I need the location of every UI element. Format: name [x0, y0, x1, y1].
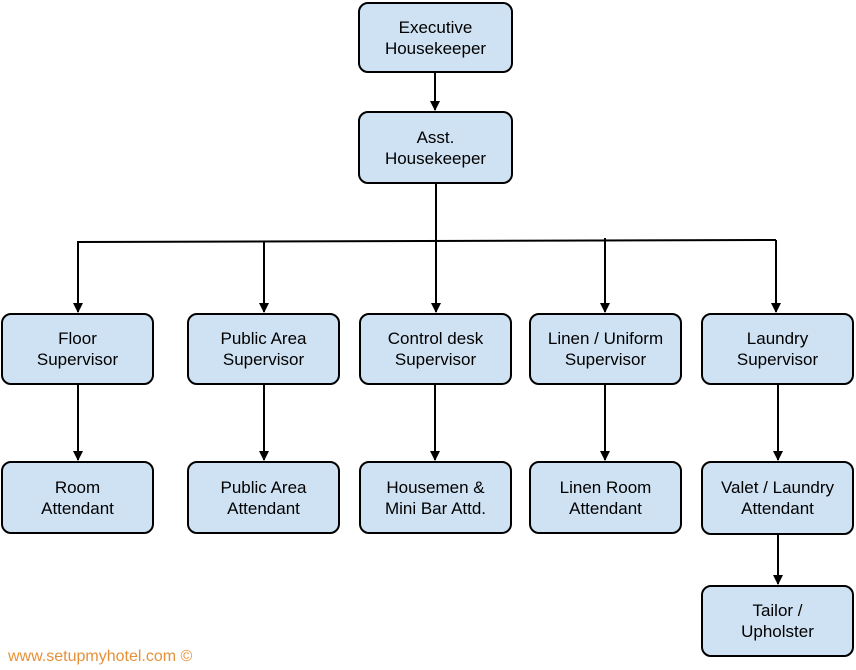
node-valet-laundry-attendant-line1: Valet / Laundry [721, 478, 835, 497]
node-room-attendant-line2: Attendant [41, 499, 114, 518]
node-valet-laundry-attendant-line2: Attendant [741, 499, 814, 518]
node-tailor-upholster-line2: Upholster [741, 622, 814, 641]
node-linen-room-attendant: Linen Room Attendant [529, 461, 682, 534]
connectors [73, 72, 783, 585]
node-public-area-attendant-line1: Public Area [221, 478, 308, 497]
node-public-area-supervisor-line2: Supervisor [223, 350, 305, 369]
bus-line [77, 239, 777, 244]
node-floor-supervisor: Floor Supervisor [1, 313, 154, 385]
node-laundry-supervisor-line2: Supervisor [737, 350, 819, 369]
node-linen-room-attendant-line2: Attendant [569, 499, 642, 518]
node-public-area-supervisor: Public Area Supervisor [187, 313, 340, 385]
node-room-attendant: Room Attendant [1, 461, 154, 534]
node-linen-uniform-supervisor: Linen / Uniform Supervisor [529, 313, 682, 385]
node-control-desk-supervisor-line2: Supervisor [395, 350, 477, 369]
node-floor-supervisor-line2: Supervisor [37, 350, 119, 369]
node-laundry-supervisor: Laundry Supervisor [701, 313, 854, 385]
node-public-area-attendant-line2: Attendant [227, 499, 300, 518]
node-housemen-mini-bar-attendant: Housemen & Mini Bar Attd. [359, 461, 512, 534]
node-asst-housekeeper-line2: Housekeeper [385, 149, 486, 168]
node-executive-housekeeper: Executive Housekeeper [358, 2, 513, 73]
node-housemen-line1: Housemen & [386, 478, 485, 497]
node-asst-housekeeper: Asst. Housekeeper [358, 111, 513, 184]
node-floor-supervisor-line1: Floor [58, 329, 97, 348]
node-housemen-line2: Mini Bar Attd. [385, 499, 486, 518]
node-asst-housekeeper-line1: Asst. [417, 128, 455, 147]
node-public-area-attendant: Public Area Attendant [187, 461, 340, 534]
node-valet-laundry-attendant: Valet / Laundry Attendant [701, 461, 854, 535]
node-control-desk-supervisor: Control desk Supervisor [359, 313, 512, 385]
node-linen-room-attendant-line1: Linen Room [560, 478, 652, 497]
node-laundry-supervisor-line1: Laundry [747, 329, 809, 348]
node-public-area-supervisor-line1: Public Area [221, 329, 308, 348]
node-tailor-upholster: Tailor / Upholster [701, 585, 854, 657]
footer-watermark: www.setupmyhotel.com © [8, 648, 193, 665]
node-linen-uniform-supervisor-line1: Linen / Uniform [548, 329, 663, 348]
node-executive-housekeeper-line2: Housekeeper [385, 39, 486, 58]
node-tailor-upholster-line1: Tailor / [752, 601, 802, 620]
node-control-desk-supervisor-line1: Control desk [388, 329, 484, 348]
node-linen-uniform-supervisor-line2: Supervisor [565, 350, 647, 369]
node-room-attendant-line1: Room [55, 478, 100, 497]
node-executive-housekeeper-line1: Executive [399, 18, 473, 37]
